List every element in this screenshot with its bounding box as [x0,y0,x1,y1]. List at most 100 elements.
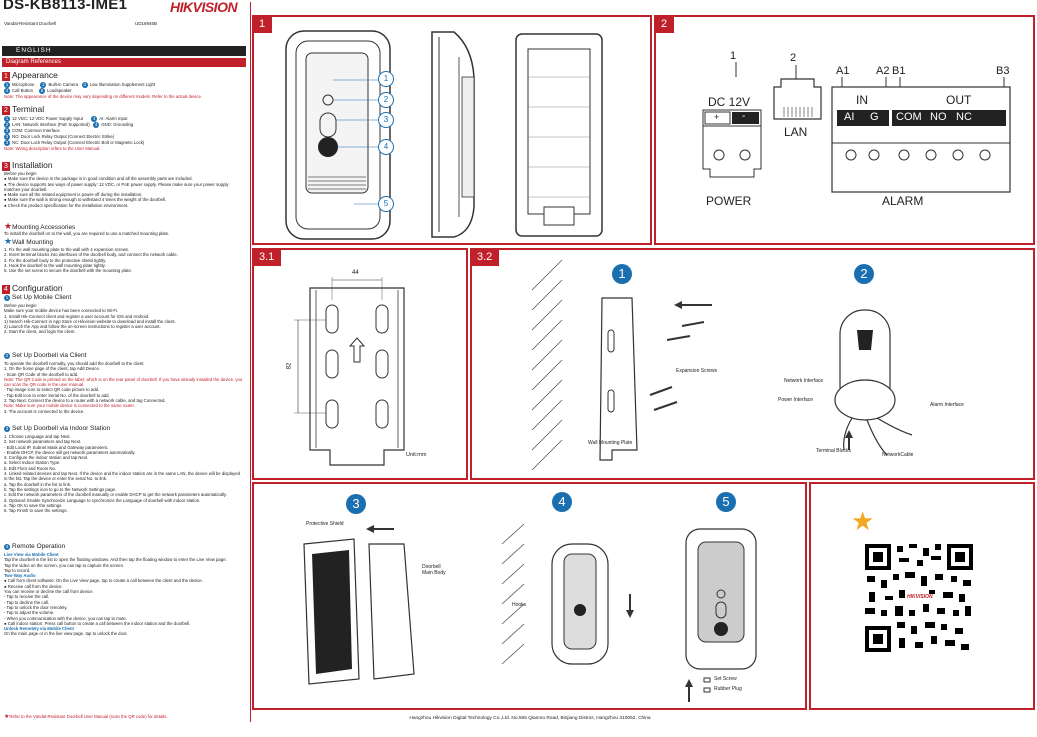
text-line: 3. The account is connected to the devic… [4,408,85,414]
text-line: - Tap Edit icon to enter Serial No. of t… [4,392,110,398]
text-line: Make sure your mobile device has been co… [4,308,119,314]
text-line: 2) Launch the App and follow the on-scre… [4,324,161,330]
list-item: NC: Door Lock Relay Output (Connect Elec… [12,140,145,145]
list-item: Check the product specification for the … [7,202,129,208]
list-item: 12 VDC: 12 VDC Power Supply Input [12,116,83,121]
list-item: Make sure the device in the package is i… [7,176,193,182]
item-number: 2 [4,122,10,128]
list-item: 1. Fix the wall mounting plate to the wa… [4,247,130,252]
step-number: 4 [4,544,10,550]
mounting-plate-drawing [294,277,405,466]
note: Note: Make sure your mobile device is co… [4,403,135,409]
diagram-references-bar: Diagram References [2,58,246,67]
list-item: Call Button [12,88,34,93]
step-4-badge: 4 [552,492,572,512]
subsection-title: Set Up Doorbell via Indoor Station [12,425,111,432]
list-item: Make sure the wall is strong enough to w… [7,197,167,203]
item-number: 1 [4,116,10,122]
footnote: ★Refer to the Vandal-Resistant Doorbell … [4,714,244,720]
note: Note: The appearance of the device may v… [4,94,203,99]
power-interface-label: Power Interface [778,397,814,403]
alarm-interface-label: Alarm Interface [930,402,964,408]
item-number: 3 [4,134,10,140]
network-cable-label: NetworkCable [882,452,914,458]
setup-client-body: To operate the doorbell normally, you sh… [4,361,244,414]
panel-tag: 1 [252,15,273,33]
footnote-text: Refer to the Vandal-Resistant Doorbell U… [9,714,168,719]
qr-code [863,542,975,654]
expansion-screws-label: Expansion Screws [676,368,718,374]
rubber-plug-label: Rubber Plug [714,686,742,692]
text-line: b. Tap the settings icon to go to the Ne… [4,486,117,492]
section-number: 3 [2,162,10,171]
list-item: COM: Common Interface [12,128,60,133]
label-b1: B1 [892,65,906,77]
accessories-text: To install the doorbell on to the wall, … [4,231,170,236]
panel-terminal: 2 1 2 A1 A2 B1 B3 DC 12V + - LAN IN OUT … [654,15,1035,245]
text-line: 2. Tap Next. Connect the device to a rou… [4,398,166,404]
terminal-nc: NC [956,111,972,123]
text-line: b. Edit Floor and Room No. [4,465,57,471]
dimension-height: 82 [286,362,293,370]
brand-logo: HIKVISION [170,0,238,15]
language-bar: ENGLISH [2,46,246,56]
text-line: 1) Search Hik-Connect in App Store or Hi… [4,318,176,324]
panel-qr: ★ HIKVISION [809,482,1035,710]
item-number: 5 [39,88,46,94]
star-icon: ★ [4,221,13,231]
list-item: Microphone [12,82,35,87]
list-item: Low Illumination Supplement Light [89,82,156,87]
item-number: 1 [4,82,10,88]
list-item: Built-in Camera [48,82,79,87]
model-subtitle: Vandal-Resistant Doorbell [4,21,56,26]
column-divider [250,2,251,722]
subsection-title: Set Up Doorbell via Client [12,352,87,359]
label-a1: A1 [836,65,850,77]
list-item: 5. Use the set screw to secure the doorb… [4,268,133,274]
list-item: 4. Hook the doorbell to the wall mountin… [4,262,106,268]
text-line: 1. Install Hik-Connect client and regist… [4,313,150,319]
text-line: 3. Configure the indoor station and tap … [4,455,89,461]
list-item: AI: Alarm Input [99,116,128,121]
label-b3: B3 [996,65,1010,77]
mounting-accessories-heading: ★Mounting Accessories [4,222,75,232]
item-number: 3 [81,82,88,88]
text-line: - Tap image icon to select QR code pictu… [4,387,100,393]
terminal-ai: AI [844,111,855,123]
list-item: NO: Door Lock Relay Output (Connect Elec… [12,134,115,139]
callout-number: 5 [378,196,394,212]
installation-body: Before you begin ● Make sure the device … [4,171,229,208]
terminal-com: COM [896,111,922,123]
callout-number: 2 [378,92,394,108]
text-line: e. Tap OK to save the settings. [4,502,63,508]
text-line: d. Optional: Enable Synchronize Language… [4,497,201,503]
text-line: You can receive or decline the call from… [4,589,94,595]
text-line: a. Select Indoor Station Type. [4,460,61,466]
text-line: 1. Choose Language and tap Next. [4,434,71,439]
setup-mobile-body: Before you begin Make sure your mobile d… [4,303,244,335]
step-3-badge: 3 [346,494,366,514]
label-2: 2 [790,52,797,64]
label-1: 1 [730,50,737,62]
subsection-title: Set Up Mobile Client [12,294,72,301]
wall-mounting-steps: 1. Fix the wall mounting plate to the wa… [4,247,244,273]
panel-appearance: 1 1 2 3 4 5 [252,15,652,245]
item-number: 3 [4,140,10,146]
text-line: - Scan QR Code of the doorbell to add. [4,371,79,377]
subsection-title: Wall Mounting [12,239,54,246]
section-number: 1 [2,72,10,81]
label-alarm: ALARM [882,194,924,208]
panel-dimensions: 3.1 44 82 Unit:mm [252,248,468,480]
step-number: 3 [4,426,10,432]
section-title: Terminal [12,104,45,114]
section-number: 2 [2,106,10,115]
assembly-drawing [303,523,757,702]
list-item: Loudspeaker [47,88,72,93]
star-icon: ★ [4,236,13,246]
text-line: - Tap to receive the call. [4,594,50,600]
